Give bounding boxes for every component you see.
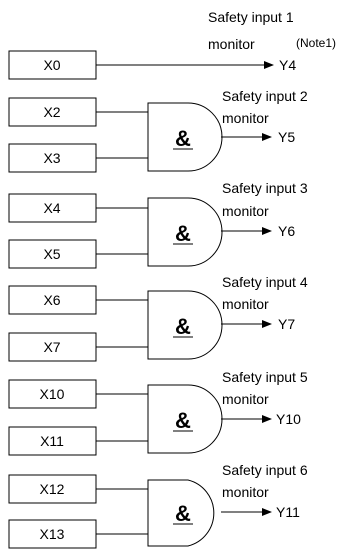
input-box-x5 — [8, 239, 97, 269]
input-label-x0: X0 — [43, 57, 60, 73]
input-box-x3 — [8, 143, 97, 173]
row-4: X6 X7 & Safety input 4 monitor Y7 — [8, 274, 308, 362]
input-box-x0 — [8, 50, 97, 80]
input-box-x7 — [8, 332, 97, 362]
output-6-label-line2: monitor — [222, 484, 269, 500]
output-6-name: Y11 — [276, 504, 300, 520]
and-symbol-4: & — [175, 408, 191, 433]
input-label-x12: X12 — [40, 481, 65, 497]
input-label-x10: X10 — [40, 386, 65, 402]
input-box-x6 — [8, 285, 97, 315]
output-1-note: (Note1) — [296, 36, 336, 50]
row-3: X4 X5 & Safety input 3 monitor Y6 — [8, 180, 308, 269]
and-gate-1 — [147, 102, 223, 172]
and-gate-5 — [147, 479, 215, 547]
input-label-x6: X6 — [43, 292, 60, 308]
output-6-label-line1: Safety input 6 — [222, 462, 308, 478]
output-5-label-line1: Safety input 5 — [222, 369, 308, 385]
input-label-x11: X11 — [40, 433, 64, 449]
output-1-label-line2: monitor — [208, 36, 255, 52]
and-gate-3 — [147, 290, 223, 360]
output-3-label-line1: Safety input 3 — [222, 180, 308, 196]
output-3-label-line2: monitor — [222, 203, 269, 219]
row-6: X12 X13 & Safety input 6 monitor Y11 — [8, 462, 308, 549]
output-2-name: Y5 — [278, 129, 295, 145]
input-label-x7: X7 — [43, 339, 60, 355]
row-2: X2 X3 & Safety input 2 monitor Y5 — [8, 88, 308, 173]
and-symbol-1: & — [175, 126, 191, 151]
and-symbol-5: & — [175, 501, 191, 526]
output-2-label-line1: Safety input 2 — [222, 88, 308, 104]
input-box-x10 — [8, 379, 97, 409]
output-2-label-line2: monitor — [222, 110, 269, 126]
input-box-x11 — [8, 426, 97, 456]
input-label-x2: X2 — [43, 104, 60, 120]
row-1: X0 Safety input 1 monitor (Note1) Y4 — [8, 9, 336, 80]
input-label-x4: X4 — [43, 200, 60, 216]
and-symbol-2: & — [175, 221, 191, 246]
and-gate-4 — [147, 384, 223, 454]
input-label-x13: X13 — [40, 526, 65, 542]
input-label-x3: X3 — [43, 150, 60, 166]
output-4-label-line2: monitor — [222, 296, 269, 312]
input-box-x4 — [8, 193, 97, 223]
output-4-label-line1: Safety input 4 — [222, 274, 308, 290]
input-box-x2 — [8, 97, 97, 127]
and-gate-2 — [147, 197, 223, 267]
output-3-name: Y6 — [278, 223, 295, 239]
row-5: X10 X11 & Safety input 5 monitor Y10 — [8, 369, 308, 456]
output-4-name: Y7 — [278, 316, 295, 332]
output-5-name: Y10 — [276, 411, 301, 427]
and-symbol-3: & — [175, 314, 191, 339]
output-1-label-line1: Safety input 1 — [208, 9, 294, 25]
output-1-name: Y4 — [279, 57, 296, 73]
output-5-label-line2: monitor — [222, 391, 269, 407]
input-label-x5: X5 — [43, 246, 60, 262]
